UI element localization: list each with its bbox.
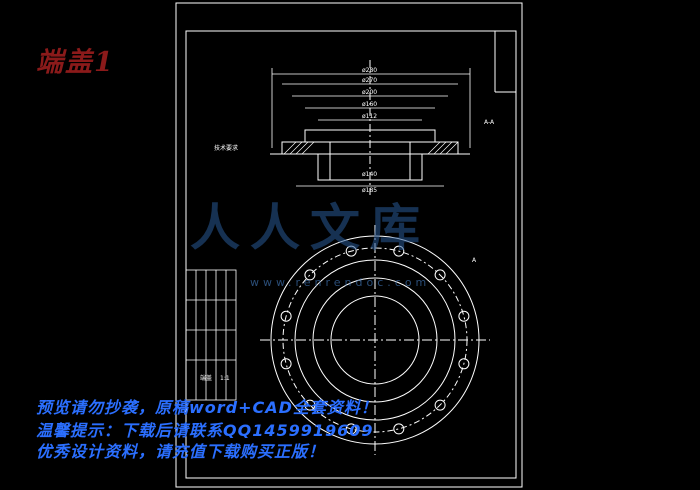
bolt-hole (345, 423, 357, 435)
title-block-part: 端盖 (200, 374, 212, 382)
bolt-hole (393, 245, 405, 257)
view-label: A (472, 257, 477, 264)
bolt-hole (393, 423, 405, 435)
bolt-hole (345, 245, 357, 257)
dim-d7: ø185 (362, 187, 377, 194)
plan-view (260, 225, 490, 455)
bolt-hole (280, 358, 292, 370)
outer-frame (175, 2, 523, 488)
dim-d3: ø200 (362, 89, 377, 96)
title-block-scale: 1:1 (220, 375, 230, 382)
dim-d1: ø280 (362, 67, 377, 74)
dim-d6: ø140 (362, 171, 377, 178)
dim-d2: ø270 (362, 77, 377, 84)
inner-frame (185, 30, 517, 479)
section-view (270, 60, 470, 195)
dim-d5: ø112 (362, 113, 377, 120)
section-hatch (283, 141, 459, 155)
dimension-lines (271, 68, 471, 187)
notice-line-2: 温馨提示：下载后请联系QQ1459919609 (36, 421, 374, 440)
notice-line-1: 预览请勿抄袭，原稿word+CAD全套资料！ (36, 398, 378, 417)
bolt-hole (304, 269, 316, 281)
bolt-hole (280, 310, 292, 322)
bolt-hole (304, 399, 316, 411)
bolt-hole (458, 310, 470, 322)
dim-d4: ø160 (362, 101, 377, 108)
bolt-hole (434, 399, 446, 411)
section-label: A-A (484, 119, 495, 126)
title-block (185, 269, 237, 401)
bolt-hole (458, 358, 470, 370)
drawing-title: 端盖1 (36, 47, 115, 78)
notice-line-3: 优秀设计资料，请充值下载购买正版！ (36, 442, 326, 461)
bolt-holes (280, 245, 470, 435)
bolt-hole (434, 269, 446, 281)
tech-note: 技术要求 (214, 144, 238, 152)
